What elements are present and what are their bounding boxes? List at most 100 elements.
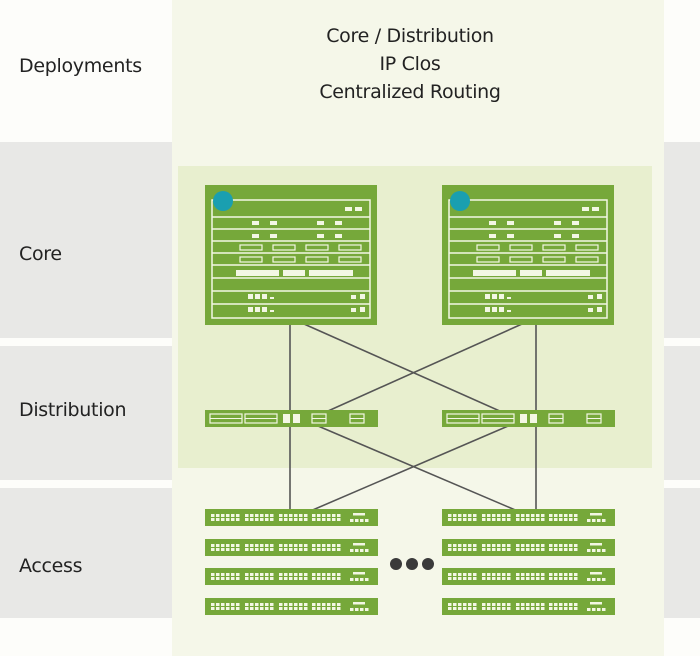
layer-label-distribution: Distribution	[19, 399, 127, 421]
port	[294, 573, 298, 576]
port	[597, 294, 602, 299]
port	[521, 514, 525, 517]
port	[458, 544, 462, 547]
port	[569, 577, 573, 580]
port	[360, 294, 365, 299]
port	[304, 514, 308, 517]
sfp-port	[602, 578, 606, 581]
port	[487, 518, 491, 521]
port	[468, 544, 472, 547]
port	[312, 544, 316, 547]
port	[327, 573, 331, 576]
port	[549, 514, 553, 517]
port	[482, 577, 486, 580]
port	[541, 548, 545, 551]
port	[497, 548, 501, 551]
port	[360, 307, 365, 312]
port	[507, 577, 511, 580]
port	[492, 577, 496, 580]
sfp-port	[365, 578, 369, 581]
port	[231, 548, 235, 551]
port	[559, 577, 563, 580]
port	[216, 573, 220, 576]
port	[245, 544, 249, 547]
port	[554, 544, 558, 547]
deployment-title: Core / Distribution IP Clos Centralized …	[230, 22, 590, 106]
port	[463, 548, 467, 551]
port	[317, 573, 321, 576]
port	[468, 607, 472, 610]
port	[516, 544, 520, 547]
port	[294, 518, 298, 521]
port	[526, 573, 530, 576]
port	[574, 544, 578, 547]
port	[536, 577, 540, 580]
sfp-port	[602, 549, 606, 552]
port	[497, 514, 501, 517]
port	[322, 514, 326, 517]
ellipsis-dot	[390, 558, 402, 570]
port	[458, 577, 462, 580]
port	[265, 577, 269, 580]
led	[592, 207, 599, 211]
sfp-port	[587, 578, 591, 581]
port	[284, 518, 288, 521]
port	[516, 607, 520, 610]
port	[463, 573, 467, 576]
sfp-port	[350, 578, 354, 581]
module-port	[476, 256, 500, 263]
port	[226, 544, 230, 547]
port	[312, 548, 316, 551]
port	[289, 544, 293, 547]
port	[270, 514, 274, 517]
port	[574, 577, 578, 580]
sfp-port	[587, 519, 591, 522]
port	[572, 234, 579, 238]
port	[304, 577, 308, 580]
port	[294, 514, 298, 517]
access-switch-right-1	[442, 509, 615, 526]
led	[582, 207, 589, 211]
port	[468, 514, 472, 517]
port	[351, 308, 356, 312]
port	[322, 577, 326, 580]
port	[453, 514, 457, 517]
console-port	[353, 513, 365, 516]
port	[521, 577, 525, 580]
port	[541, 544, 545, 547]
port	[270, 577, 274, 580]
port	[216, 577, 220, 580]
port	[231, 514, 235, 517]
port	[337, 607, 341, 610]
port	[335, 221, 342, 225]
port	[559, 573, 563, 576]
port	[574, 603, 578, 606]
console-port	[353, 572, 365, 575]
port	[574, 514, 578, 517]
port	[572, 221, 579, 225]
module-port	[338, 244, 362, 251]
port	[507, 514, 511, 517]
port	[231, 603, 235, 606]
port	[468, 603, 472, 606]
sfp-port	[350, 549, 354, 552]
port	[221, 518, 225, 521]
port	[216, 514, 220, 517]
port	[312, 603, 316, 606]
port	[231, 607, 235, 610]
port	[564, 548, 568, 551]
module-port	[542, 256, 566, 263]
port	[312, 577, 316, 580]
port	[507, 603, 511, 606]
port	[531, 603, 535, 606]
port	[502, 514, 506, 517]
port	[231, 577, 235, 580]
port	[574, 548, 578, 551]
port	[270, 221, 277, 225]
port	[327, 577, 331, 580]
port	[255, 514, 259, 517]
port	[279, 548, 283, 551]
port	[327, 514, 331, 517]
port	[497, 577, 501, 580]
module-bar	[236, 270, 279, 276]
